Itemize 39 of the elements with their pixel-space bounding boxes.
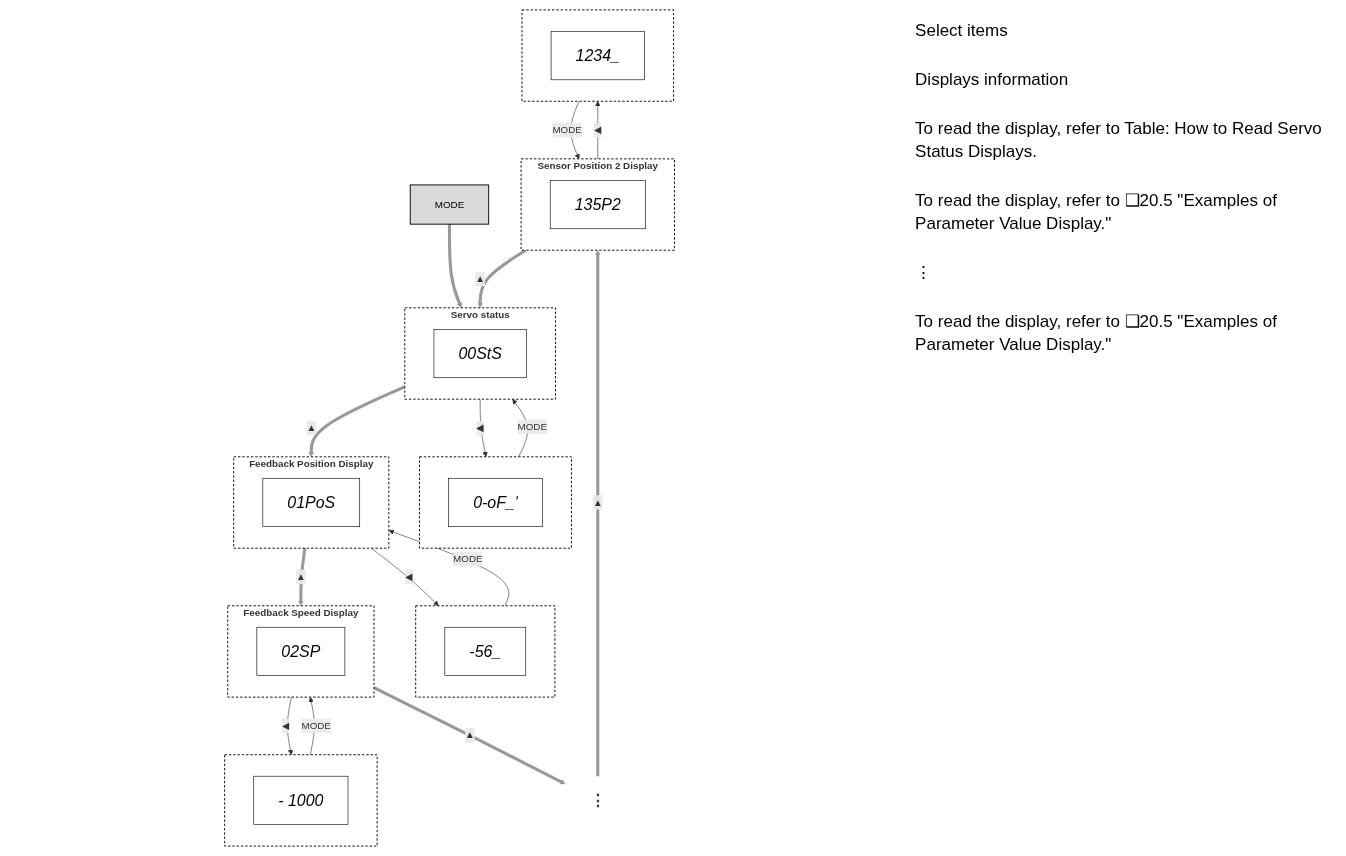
note-text: ⋮ xyxy=(915,261,934,284)
node-box: - 1000 xyxy=(253,775,349,825)
node-box: 00StS xyxy=(433,329,527,379)
edge-label: ◀ xyxy=(594,124,602,135)
arrow xyxy=(308,385,406,458)
node-box: 135P2 xyxy=(549,180,646,230)
edge-label: ◀ xyxy=(476,422,484,433)
edge-label: ▲ xyxy=(592,496,603,508)
node-box: MODE xyxy=(409,184,490,225)
edge-label: MODE xyxy=(453,553,483,564)
edge-label: MODE xyxy=(517,421,547,432)
note-text: To read the display, refer to ❑20.5 "Examples of Parameter Value Display." xyxy=(915,310,1278,356)
note-text: Displays information xyxy=(915,68,1070,91)
arrow xyxy=(447,224,462,309)
cluster xyxy=(419,456,572,549)
edge-label: ▲ xyxy=(475,273,486,284)
node-text: ⋮ xyxy=(589,790,606,810)
cluster xyxy=(224,754,378,847)
note-text: Select items xyxy=(915,20,1009,42)
note-text: To read the display, refer to ❑20.5 "Examples of Parameter Value Display." xyxy=(915,189,1278,235)
edge-label: MODE xyxy=(301,720,331,731)
node-box: -56_ xyxy=(444,626,527,676)
node-box: 0-oF_' xyxy=(448,477,543,527)
cluster xyxy=(521,9,675,102)
edge-label: ◀ xyxy=(281,720,290,731)
arrow xyxy=(595,249,601,777)
arrow xyxy=(477,248,527,309)
node-box: 02SP xyxy=(256,626,346,676)
node-box: 01PoS xyxy=(262,477,361,527)
arrow xyxy=(298,547,307,607)
cluster xyxy=(415,605,556,698)
edge-label: ◀ xyxy=(405,571,413,582)
edge-label: MODE xyxy=(552,124,582,135)
arrow xyxy=(373,686,566,785)
note-text: To read the display, refer to Table: How to Read Servo Status Displays. xyxy=(915,117,1323,163)
edge-label: ▲ xyxy=(465,729,475,741)
node-box: 1234_ xyxy=(550,31,645,81)
edge-label: ▲ xyxy=(306,422,317,433)
edge-label: ▲ xyxy=(296,571,306,582)
